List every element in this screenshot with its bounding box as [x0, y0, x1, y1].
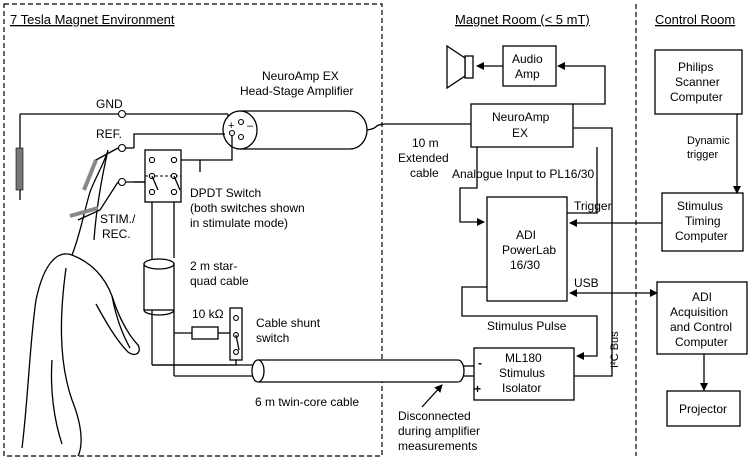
cable-shunt-switch [229, 307, 243, 361]
section-title-magnet-environment: 7 Tesla Magnet Environment [10, 12, 175, 27]
audio-amp-label-2: Amp [515, 67, 540, 81]
stim-rec-label-1: STIM./ [100, 212, 136, 226]
extended-label-2: Extended [398, 151, 449, 165]
amplifier-label-2: Head-Stage Amplifier [240, 84, 353, 98]
philips-label-2: Scanner [675, 75, 720, 89]
analogue-label: Analogue Input to PL16/30 [452, 167, 594, 181]
philips-box [654, 49, 743, 115]
gnd-label: GND [96, 97, 123, 111]
i2c-label: I²C Bus [609, 331, 621, 368]
amp-plus: + [228, 120, 234, 132]
usb-label: USB [574, 276, 599, 290]
resistor-10k [191, 326, 219, 340]
philips-label-3: Computer [670, 90, 723, 104]
stim-terminal [117, 177, 127, 187]
powerlab-label-3: 16/30 [510, 258, 540, 272]
shunt-label-1: Cable shunt [256, 316, 321, 330]
ref-label: REF. [96, 127, 122, 141]
projector-label: Projector [679, 402, 727, 416]
adi-acq-label-4: Computer [675, 335, 728, 349]
dpdt-label-1: DPDT Switch [190, 186, 261, 200]
starquad-label-2: quad cable [190, 274, 249, 288]
audio-amp-box [502, 45, 557, 87]
twincore-label: 6 m twin-core cable [255, 395, 359, 409]
ml180-minus: - [478, 356, 482, 370]
projector-box [666, 390, 741, 427]
trigger-label: Trigger [574, 199, 612, 213]
twin-core-cable [251, 359, 465, 383]
extended-label-1: 10 m [412, 136, 439, 150]
stim-timing-box [661, 192, 744, 252]
dpdt-switch [144, 149, 182, 203]
stim-electrode [69, 206, 99, 218]
starquad-label-1: 2 m star- [190, 259, 237, 273]
disconnect-label-1: Disconnected [398, 409, 471, 423]
ref-terminal [117, 143, 127, 153]
philips-label-1: Philips [678, 60, 713, 74]
hand-illustration [21, 149, 140, 457]
dpdt-label-3: in stimulate mode) [190, 216, 288, 230]
neuroamp-label-2: EX [512, 126, 528, 140]
head-stage-amplifier [222, 110, 368, 150]
resistor-label: 10 kΩ [192, 307, 224, 321]
ml180-plus: + [474, 382, 481, 396]
stim-timing-label-3: Computer [675, 229, 728, 243]
gnd-electrode [15, 147, 24, 191]
dpdt-label-2: (both switches shown [190, 201, 305, 215]
adi-acq-label-1: ADI [692, 290, 712, 304]
section-title-control-room: Control Room [655, 12, 735, 27]
powerlab-label-1: ADI [516, 228, 536, 242]
amp-minus: – [247, 120, 254, 132]
shunt-label-2: switch [256, 331, 289, 345]
ref-electrode [82, 159, 98, 191]
adi-acq-label-2: Acquisition [670, 305, 728, 319]
dynamic-label-2: trigger [687, 149, 719, 161]
ml180-box [473, 347, 575, 401]
adi-acq-box [656, 281, 748, 355]
stim-rec-label-2: REC. [102, 227, 131, 241]
stim-timing-label-2: Timing [685, 214, 721, 228]
disconnect-label-3: measurements [398, 439, 477, 453]
gnd-terminal [117, 109, 127, 119]
audio-amp-label-1: Audio [512, 52, 543, 66]
amplifier-label-1: NeuroAmp EX [262, 69, 339, 83]
electrode-leads [15, 113, 119, 221]
ml180-label-2: Stimulus [499, 366, 545, 380]
powerlab-label-2: PowerLab [502, 243, 556, 257]
speaker-icon [446, 44, 474, 90]
neuroamp-label-1: NeuroAmp [492, 110, 550, 124]
neuroamp-box [470, 103, 574, 148]
adi-acq-label-3: and Control [670, 320, 732, 334]
stim-pulse-label: Stimulus Pulse [487, 319, 567, 333]
star-quad-cable [143, 258, 175, 316]
ml180-label-3: Isolator [502, 381, 541, 395]
extended-label-3: cable [410, 166, 439, 180]
powerlab-box [486, 196, 568, 302]
section-title-magnet-room: Magnet Room (< 5 mT) [455, 12, 590, 27]
ml180-label-1: ML180 [505, 351, 542, 365]
dynamic-label-1: Dynamic [687, 135, 730, 147]
disconnect-label-2: during amplifier [398, 424, 480, 438]
magnet-environment-border [3, 3, 383, 457]
stim-timing-label-1: Stimulus [677, 199, 723, 213]
